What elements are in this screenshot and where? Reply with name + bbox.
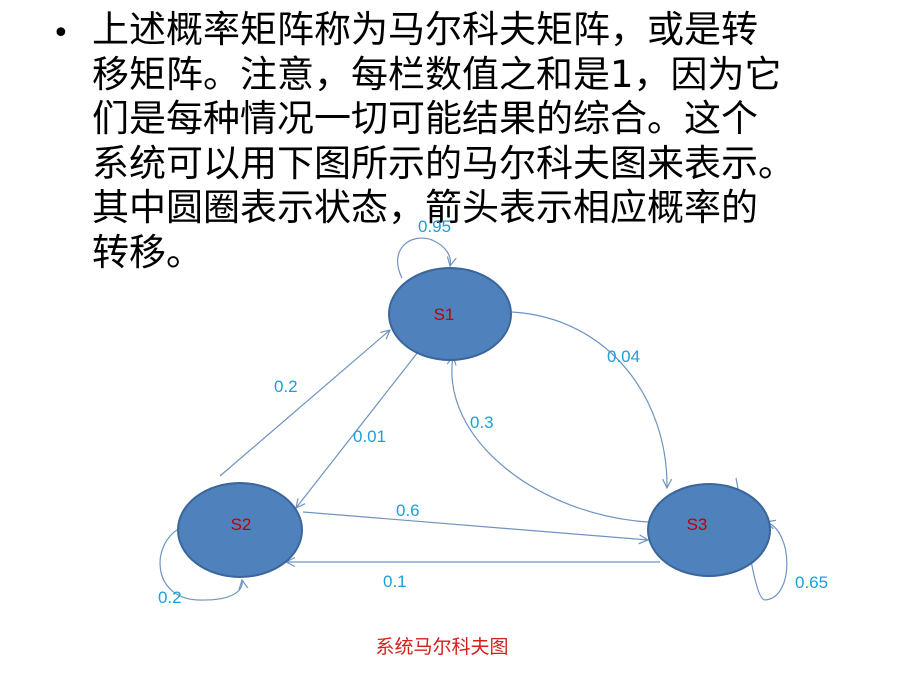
edge-s1-s1 (397, 237, 451, 279)
edge-s1-s2 (296, 351, 419, 508)
edge-label-s1-s2: 0.01 (353, 427, 386, 446)
edge-s3-s1 (452, 356, 649, 523)
node-s3: S3 (647, 483, 771, 577)
bullet-line: 转移。 (92, 230, 203, 274)
node-label-s2: S2 (231, 515, 252, 534)
edge-s1-s3 (511, 311, 667, 488)
bullet-text: 上述概率矩阵称为马尔科夫矩阵，或是转 移矩阵。注意，每栏数值之和是1，因为它 们… (92, 8, 902, 275)
edge-s2-s1 (219, 330, 390, 477)
bullet-icon: • (52, 16, 70, 51)
edge-s2-s3 (302, 511, 648, 540)
edge-s2-s2 (159, 527, 242, 601)
edge-label-s2-s2: 0.2 (158, 588, 182, 607)
edge-label-s1-s1: 0.95 (418, 217, 451, 236)
node-s2: S2 (177, 482, 303, 578)
bullet-line: 们是每种情况一切可能结果的综合。这个 (92, 97, 758, 140)
bullet-line: 移矩阵。注意，每栏数值之和是1，因为它 (92, 52, 782, 96)
node-label-s1: S1 (434, 305, 455, 324)
node-s1: S1 (388, 267, 512, 361)
edge-label-s3-s3: 0.65 (795, 573, 828, 592)
bullet-line: 系统可以用下图所示的马尔科夫图来表示。 (92, 141, 795, 185)
edge-label-s3-s2: 0.1 (383, 572, 407, 591)
edge-label-s1-s3: 0.04 (607, 347, 640, 366)
bullet-line: 上述概率矩阵称为马尔科夫矩阵，或是转 (92, 8, 758, 51)
node-label-s3: S3 (687, 515, 708, 534)
edge-label-s2-s1: 0.2 (274, 377, 298, 396)
diagram-caption: 系统马尔科夫图 (375, 636, 509, 658)
edge-label-s3-s1: 0.3 (470, 413, 494, 432)
bullet-line: 其中圆圈表示状态，箭头表示相应概率的 (92, 186, 758, 229)
edge-label-s2-s3: 0.6 (396, 501, 420, 520)
